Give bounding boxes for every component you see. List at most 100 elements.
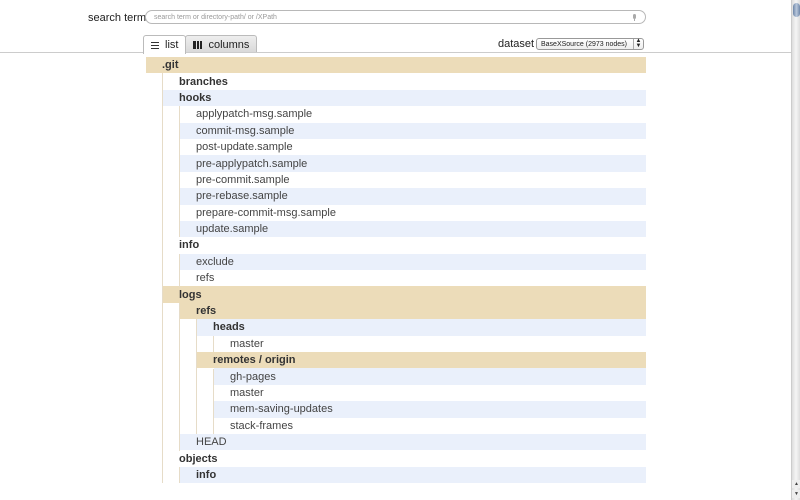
- list-icon: [151, 41, 159, 49]
- tree-item-label: objects: [179, 452, 218, 465]
- tree-file-row[interactable]: mem-saving-updates: [146, 401, 646, 418]
- tree-item-label: commit-msg.sample: [196, 124, 295, 137]
- tree-file-row[interactable]: gh-pages: [146, 368, 646, 385]
- microphone-icon[interactable]: [632, 13, 637, 21]
- tab-columns[interactable]: columns: [185, 35, 258, 53]
- row-background: [214, 384, 646, 402]
- tree-file-row[interactable]: master: [146, 384, 646, 402]
- tree-file-row[interactable]: refs: [146, 270, 646, 287]
- scrollbar-thumb[interactable]: [793, 3, 800, 17]
- row-background: [180, 171, 646, 189]
- row-background: [180, 138, 646, 156]
- tree-file-row[interactable]: HEAD: [146, 433, 646, 451]
- tab-list-label: list: [165, 39, 179, 51]
- tree-item-label: info: [179, 239, 200, 252]
- row-background: [163, 89, 646, 107]
- row-background: [163, 450, 646, 467]
- tree-guide-line: [213, 368, 214, 435]
- row-background: [214, 368, 646, 385]
- tree-folder-row[interactable]: refs: [146, 302, 646, 320]
- tree-item-label: master: [230, 387, 264, 399]
- row-background: [163, 286, 646, 303]
- tree-guide-line: [162, 73, 163, 484]
- row-background: [180, 106, 646, 123]
- dataset-select[interactable]: BaseXSource (2973 nodes) ▲▼: [536, 38, 644, 50]
- header-divider: [0, 52, 791, 53]
- tree-item-label: pre-commit.sample: [196, 173, 290, 186]
- tree-folder-row[interactable]: remotes / origin: [146, 352, 646, 369]
- tree-file-row[interactable]: stack-frames: [146, 417, 646, 434]
- row-background: [197, 352, 646, 369]
- row-background: [180, 122, 646, 139]
- tree-item-label: pre-rebase.sample: [196, 190, 288, 203]
- row-background: [180, 253, 646, 271]
- search-placeholder: search term or directory-path/ or /XPath: [154, 13, 277, 21]
- columns-icon: [193, 40, 203, 49]
- tree-file-row[interactable]: prepare-commit-msg.sample: [146, 204, 646, 221]
- tree-file-row[interactable]: pre-applypatch.sample: [146, 155, 646, 172]
- row-background: [180, 302, 646, 320]
- tree-item-label: gh-pages: [230, 370, 276, 383]
- tree-item-label: .git: [162, 59, 179, 72]
- tree-folder-row[interactable]: .git: [146, 57, 646, 74]
- tree-item-label: stack-frames: [230, 419, 293, 432]
- row-background: [180, 466, 646, 484]
- tab-list[interactable]: list: [143, 35, 187, 54]
- tree-item-label: pre-applypatch.sample: [196, 157, 308, 170]
- row-background: [180, 188, 646, 205]
- scroll-down-arrow-icon[interactable]: ▼: [792, 490, 800, 498]
- row-background: [197, 319, 646, 336]
- vertical-scrollbar[interactable]: ▲ ▼: [791, 0, 800, 500]
- tree-file-row[interactable]: master: [146, 335, 646, 353]
- row-background: [146, 57, 646, 74]
- scroll-up-arrow-icon[interactable]: ▲: [792, 480, 800, 488]
- dataset-label: dataset: [498, 38, 535, 50]
- tree-item-label: applypatch-msg.sample: [196, 108, 313, 121]
- tree-file-row[interactable]: pre-commit.sample: [146, 171, 646, 189]
- row-background: [214, 401, 646, 418]
- tree-item-label: hooks: [179, 91, 212, 104]
- search-term-label: search term: [88, 12, 147, 24]
- row-background: [180, 204, 646, 221]
- tree-item-label: logs: [179, 288, 202, 301]
- tree-guide-line: [179, 106, 180, 238]
- tree-folder-row[interactable]: heads: [146, 319, 646, 336]
- tree-item-label: refs: [196, 305, 217, 318]
- row-background: [214, 417, 646, 434]
- tree-item-label: heads: [213, 321, 245, 334]
- tree-item-label: remotes / origin: [213, 354, 296, 367]
- dataset-selected-value: BaseXSource (2973 nodes): [541, 40, 627, 48]
- tree-guide-line: [213, 335, 214, 353]
- tree-folder-row[interactable]: info: [146, 466, 646, 484]
- search-input[interactable]: search term or directory-path/ or /XPath: [145, 10, 646, 24]
- tree-file-row[interactable]: exclude: [146, 253, 646, 271]
- tree-item-label: refs: [196, 272, 215, 285]
- tree-guide-line: [179, 303, 180, 451]
- row-background: [180, 270, 646, 287]
- view-tabs: list columns: [143, 35, 258, 54]
- tab-columns-label: columns: [208, 38, 250, 51]
- tree-file-row[interactable]: pre-rebase.sample: [146, 188, 646, 205]
- tree-file-row[interactable]: post-update.sample: [146, 138, 646, 156]
- select-arrows-icon: ▲▼: [633, 38, 643, 49]
- tree-folder-row[interactable]: objects: [146, 450, 646, 467]
- tree-item-label: update.sample: [196, 223, 269, 236]
- row-background: [163, 237, 646, 254]
- tree-guide-line: [179, 467, 180, 484]
- row-background: [180, 155, 646, 172]
- tree-folder-row[interactable]: hooks: [146, 89, 646, 107]
- row-background: [180, 433, 646, 451]
- tree-folder-row[interactable]: info: [146, 237, 646, 254]
- tree-folder-row[interactable]: branches: [146, 73, 646, 90]
- tree-file-row[interactable]: applypatch-msg.sample: [146, 106, 646, 123]
- tree-folder-row[interactable]: logs: [146, 286, 646, 303]
- row-background: [163, 73, 646, 90]
- tree-item-label: info: [196, 468, 217, 481]
- tree-item-label: prepare-commit-msg.sample: [196, 206, 336, 219]
- tree-file-row[interactable]: commit-msg.sample: [146, 122, 646, 139]
- tree-file-row[interactable]: update.sample: [146, 220, 646, 238]
- tree-item-label: branches: [179, 75, 228, 88]
- tree-item-label: post-update.sample: [196, 141, 293, 154]
- tree-item-label: exclude: [196, 255, 234, 268]
